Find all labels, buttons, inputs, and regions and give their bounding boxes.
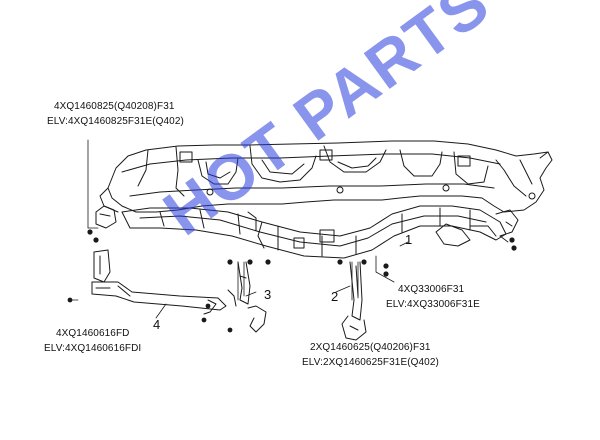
callout-3: 3 [264, 287, 272, 302]
cross-car-beam [121, 205, 507, 259]
part-label-right-line1: 4XQ33006F31 [398, 284, 465, 295]
center-stay-bracket-2 [341, 261, 367, 341]
right-end-bracket [495, 209, 519, 237]
leader-lines [71, 139, 509, 319]
left-stay-bracket-3 [227, 261, 267, 333]
fasteners [67, 229, 517, 333]
part-label-bottom-line1: 2XQ1460625(Q40206)F31 [310, 342, 431, 353]
part-label-right-line2: ELV:4XQ33006F31E [386, 299, 480, 310]
callout-4: 4 [153, 317, 161, 332]
part-label-top-left-line2: ELV:4XQ1460825F31E(Q402) [47, 116, 184, 127]
upper-left-bracket [95, 205, 117, 229]
left-lower-bracket-4 [91, 249, 227, 315]
callout-2: 2 [331, 289, 339, 304]
part-label-left-bottom-line1: 4XQ1460616FD [56, 328, 130, 339]
callout-1: 1 [405, 232, 413, 247]
part-label-top-left-line1: 4XQ1460825(Q40208)F31 [54, 101, 175, 112]
dashboard-panel [99, 140, 553, 213]
part-label-bottom-line2: ELV:2XQ1460625F31E(Q402) [302, 357, 439, 368]
part-label-left-bottom-line2: ELV:4XQ1460616FDI [44, 343, 142, 354]
